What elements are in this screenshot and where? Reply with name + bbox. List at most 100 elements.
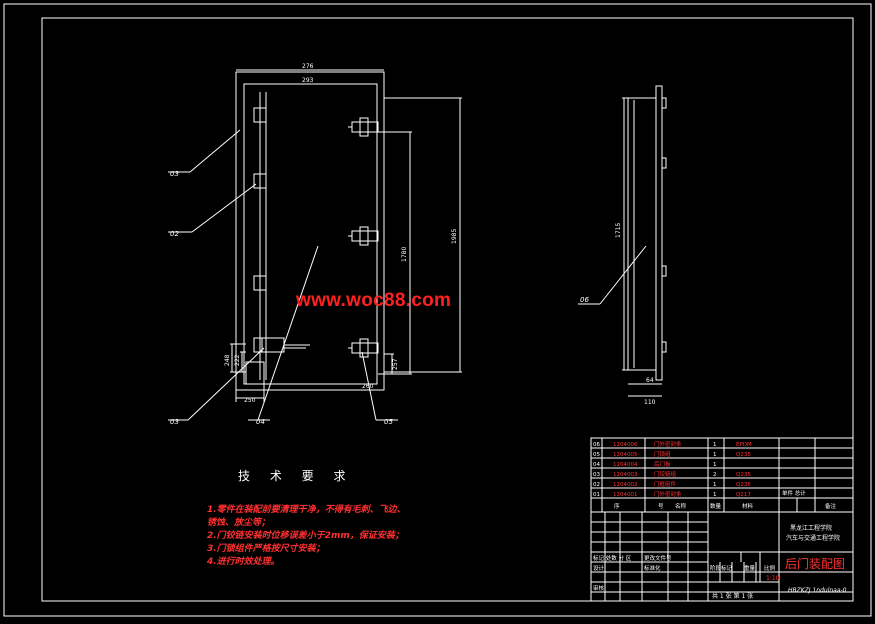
tech-req-item: 1.零件在装配前要清理干净，不得有毛刺、飞边、 xyxy=(207,505,406,515)
title-block-labels: 序 号 名称 数量 材料 单件 总计 备注 标记 处数 分 区 更改文件号 设计… xyxy=(593,489,837,592)
dim-label-side-height: 1715 xyxy=(615,223,622,238)
svg-text:1: 1 xyxy=(713,442,717,448)
outer-sheet-border xyxy=(3,3,872,617)
svg-text:门外密封条: 门外密封条 xyxy=(654,490,682,498)
svg-text:门框组件: 门框组件 xyxy=(654,480,677,488)
parts-row: 04 1204004 后门板 1 xyxy=(593,460,717,468)
dim-label-height-inner: 1780 xyxy=(401,247,408,262)
tech-req-title: 技 术 要 求 xyxy=(238,469,354,483)
dim-label-248: 248 xyxy=(224,354,231,366)
svg-text:1204004: 1204004 xyxy=(613,462,638,468)
dim-label-top-inner: 293 xyxy=(302,77,314,84)
front-view xyxy=(168,69,462,421)
svg-text:1204003: 1204003 xyxy=(613,472,638,478)
row-mark: 标记 处数 分 区 xyxy=(593,554,632,562)
weight-label: 重量 xyxy=(744,564,756,572)
tech-req-item: 3.门锁组件严格按尺寸安装； xyxy=(207,544,325,554)
svg-text:03: 03 xyxy=(593,472,600,478)
svg-text:门铰链组: 门铰链组 xyxy=(654,470,677,478)
dim-label-side-110: 110 xyxy=(644,399,656,406)
balloon-03b: 03 xyxy=(170,418,179,426)
hdr-qty: 数量 xyxy=(710,502,722,510)
dim-label-257: 257 xyxy=(392,358,399,370)
latch-top xyxy=(348,117,379,137)
svg-text:门锁组: 门锁组 xyxy=(654,450,671,458)
door-outer-frame xyxy=(235,71,385,391)
svg-text:1: 1 xyxy=(713,462,717,468)
balloon-02: 02 xyxy=(170,230,179,238)
stage-label: 阶段标记 xyxy=(710,564,733,572)
svg-text:Q235: Q235 xyxy=(736,482,751,488)
row-design: 设计 xyxy=(593,564,605,572)
hinge-2 xyxy=(253,173,267,189)
dim-label-top-outer: 276 xyxy=(302,63,314,70)
dim-label-side-64: 64 xyxy=(646,377,654,384)
school-line1: 黑龙江工程学院 xyxy=(790,524,832,532)
svg-text:后门板: 后门板 xyxy=(654,460,671,468)
drawing-number: HBZKZJ 1ndulnaa-0 xyxy=(788,587,847,594)
dim-label-height-outer: 1985 xyxy=(451,229,458,244)
svg-text:1: 1 xyxy=(713,492,717,498)
hinge-3 xyxy=(253,275,267,291)
dim-label-260: 260 xyxy=(362,383,374,390)
latch-bottom xyxy=(348,338,379,358)
title-block-grid xyxy=(590,437,854,602)
row-std: 标准化 xyxy=(644,564,661,572)
svg-text:1204001: 1204001 xyxy=(613,492,638,498)
svg-text:门外密封条: 门外密封条 xyxy=(654,440,682,448)
title-block-values: 1:10 共 1 张 第 1 张 黑龙江工程学院 汽车与交通工程学院 HBZKZ… xyxy=(712,524,847,600)
parts-row: 02 1204002 门框组件 1 Q235 xyxy=(593,480,751,488)
side-view xyxy=(578,85,667,397)
drawing-title: 后门装配图 xyxy=(785,556,845,571)
scale-label: 比例 xyxy=(764,564,776,572)
svg-text:Q235: Q235 xyxy=(736,452,751,458)
hinge-1 xyxy=(253,107,267,123)
parts-list: 06 1204006 门外密封条 1 EPDM 05 1204005 门锁组 1… xyxy=(593,440,752,498)
parts-row: 05 1204005 门锁组 1 Q235 xyxy=(593,450,751,458)
balloon-06: 06 xyxy=(580,296,589,304)
balloon-04: 04 xyxy=(256,418,265,426)
svg-text:Q235: Q235 xyxy=(736,472,751,478)
scale-value: 1:10 xyxy=(766,575,780,582)
sheet-info: 共 1 张 第 1 张 xyxy=(712,592,753,600)
svg-text:1: 1 xyxy=(713,452,717,458)
dim-label-222: 222 xyxy=(234,354,241,366)
hdr-code: 号 xyxy=(658,503,664,510)
inner-sheet-border xyxy=(41,17,854,602)
svg-text:EPDM: EPDM xyxy=(736,442,752,448)
side-door-body xyxy=(627,97,657,371)
svg-text:01: 01 xyxy=(593,492,600,498)
hdr-name: 名称 xyxy=(675,502,687,510)
hdr-mat: 材料 xyxy=(742,502,754,510)
svg-text:2: 2 xyxy=(713,472,717,478)
tech-req-item: 2.门铰链安装时位移误差小于2mm，保证安装； xyxy=(207,531,404,541)
svg-text:04: 04 xyxy=(593,462,600,468)
dimension-labels: 276 293 1780 1985 248 222 250 260 257 17… xyxy=(224,63,656,406)
svg-text:05: 05 xyxy=(593,452,600,458)
parts-row: 03 1204003 门铰链组 2 Q235 xyxy=(593,470,751,478)
svg-text:1: 1 xyxy=(713,482,717,488)
row-review: 审核 xyxy=(593,584,605,592)
hdr-weight: 单件 总计 xyxy=(782,489,806,497)
side-door-flange xyxy=(655,85,663,381)
row-sign: 更改文件号 xyxy=(644,554,672,562)
tech-req-item: 4.进行时效处理。 xyxy=(207,557,280,567)
latch-mid xyxy=(348,226,379,246)
svg-text:1204002: 1204002 xyxy=(613,482,638,488)
svg-text:Q217: Q217 xyxy=(736,492,751,498)
svg-text:1204006: 1204006 xyxy=(613,442,638,448)
school-line2: 汽车与交通工程学院 xyxy=(786,534,840,542)
balloon-03a: 03 xyxy=(170,170,179,178)
door-inner-frame xyxy=(243,83,378,385)
watermark: www.woc88.com xyxy=(296,290,452,311)
dim-label-250: 250 xyxy=(244,397,256,404)
parts-row: 06 1204006 门外密封条 1 EPDM xyxy=(593,440,752,448)
hdr-note: 备注 xyxy=(825,502,837,510)
hdr-no: 序 xyxy=(614,502,620,510)
balloon-labels: 03 02 03 04 05 06 xyxy=(170,170,589,426)
svg-text:02: 02 xyxy=(593,482,600,488)
tech-req-item: 锈蚀、放尘等； xyxy=(207,518,271,528)
svg-text:1204005: 1204005 xyxy=(613,452,638,458)
